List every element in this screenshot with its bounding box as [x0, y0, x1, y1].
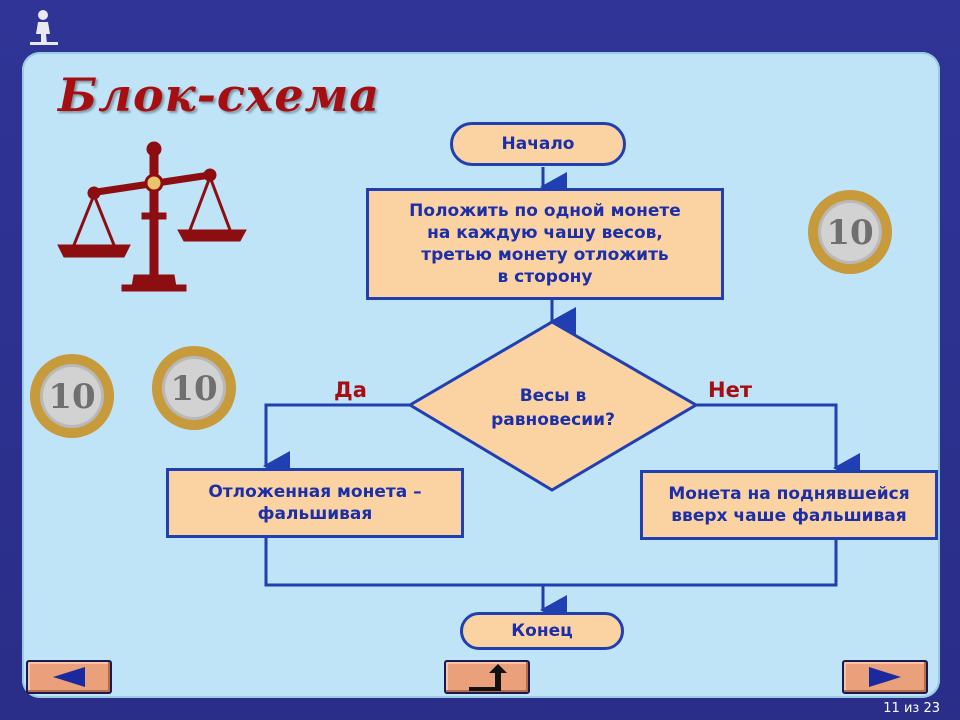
balance-scales-icon: [57, 141, 247, 292]
yes-box: Отложенная монета – фальшивая: [166, 468, 464, 538]
step1-line: в сторону: [497, 267, 593, 287]
walking-person-icon: [30, 10, 58, 45]
coin-icon: 10: [808, 190, 892, 274]
return-arrow-icon: [469, 664, 507, 691]
end-terminal: Конец: [460, 612, 624, 650]
decision-diamond: [407, 320, 699, 492]
arrow-right-icon: [869, 667, 901, 687]
next-slide-button[interactable]: [842, 660, 928, 694]
start-terminal: Начало: [450, 122, 626, 166]
no-box-line: Монета на поднявшейся: [668, 484, 910, 504]
no-box: Монета на поднявшейся вверх чаше фальшив…: [640, 470, 938, 540]
step1-line: Положить по одной монете: [409, 201, 681, 221]
coin-value: 10: [48, 377, 95, 417]
no-box-line: вверх чаше фальшивая: [671, 506, 907, 526]
arrow-yes: [263, 403, 410, 481]
step1-box: Положить по одной монете на каждую чашу …: [366, 188, 724, 300]
merge-line: [264, 537, 838, 587]
arrow-left-icon: [53, 667, 85, 687]
slide-title: Блок-схема: [58, 68, 381, 122]
no-label: Нет: [708, 378, 752, 402]
yes-box-line: фальшивая: [257, 504, 373, 524]
coin-icon: 10: [30, 354, 114, 438]
step1-line: на каждую чашу весов,: [427, 223, 663, 243]
page-indicator: 11 из 23: [883, 701, 940, 716]
page-total: 23: [923, 701, 940, 716]
decision-line: равновесии?: [491, 410, 615, 430]
end-label: Конец: [511, 621, 573, 641]
coin-value: 10: [170, 369, 217, 409]
start-label: Начало: [501, 134, 575, 154]
page-separator: из: [903, 701, 920, 716]
decision-line: Весы в: [519, 386, 587, 406]
prev-slide-button[interactable]: [26, 660, 112, 694]
coin-icon: 10: [152, 346, 236, 430]
decision-text: Весы в равновесии?: [470, 384, 636, 432]
step1-line: третью монету отложить: [421, 245, 669, 265]
coin-value: 10: [826, 213, 873, 253]
yes-label: Да: [334, 378, 367, 402]
return-button[interactable]: [444, 660, 530, 694]
yes-box-line: Отложенная монета –: [208, 482, 422, 502]
arrow-no: [696, 403, 860, 483]
page-current: 11: [883, 701, 900, 716]
